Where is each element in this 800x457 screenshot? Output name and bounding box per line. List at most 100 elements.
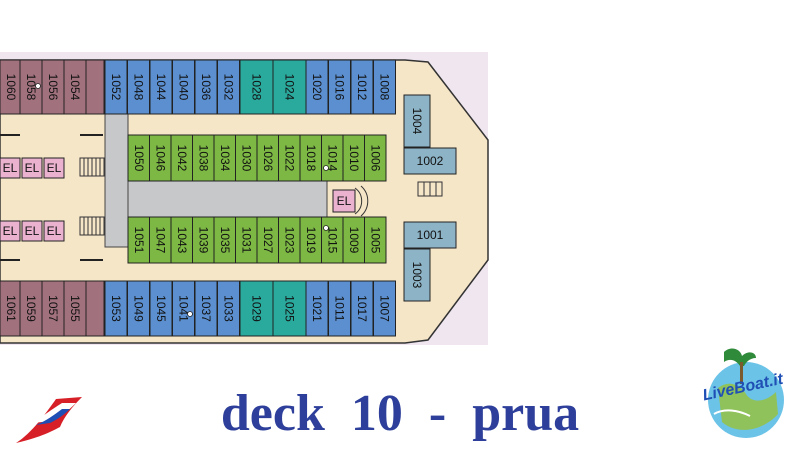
globe-icon bbox=[708, 348, 784, 438]
cabin-number: 1003 bbox=[410, 262, 424, 289]
stairs-left bbox=[79, 157, 105, 236]
cabin-number: EL bbox=[3, 161, 18, 175]
cabin-number: 1059 bbox=[24, 295, 38, 322]
cabin-top-outer[interactable] bbox=[373, 59, 396, 115]
service-block-left bbox=[104, 111, 129, 248]
cabin-bow[interactable] bbox=[403, 147, 457, 175]
elevator[interactable] bbox=[43, 220, 65, 242]
marker-icon bbox=[187, 311, 193, 317]
cabin-number: 1031 bbox=[239, 227, 253, 254]
cabin-bottom-outer[interactable] bbox=[239, 280, 274, 337]
cabin-number: 1039 bbox=[196, 227, 210, 254]
cabin-number: 1033 bbox=[222, 295, 236, 322]
cabin-number: 1047 bbox=[153, 227, 167, 254]
cabin-number: 1050 bbox=[132, 145, 146, 172]
cabin-number: 1001 bbox=[417, 228, 444, 242]
elevator[interactable] bbox=[0, 220, 21, 242]
cabin-bottom-outer[interactable] bbox=[272, 280, 307, 337]
cabin-number: 1057 bbox=[46, 295, 60, 322]
cabin-number: 1014 bbox=[325, 145, 339, 172]
marker-icon bbox=[35, 83, 41, 89]
cabin-number: 1015 bbox=[325, 227, 339, 254]
cabin-number: 1005 bbox=[368, 227, 382, 254]
cabin-top-inner[interactable] bbox=[364, 134, 387, 182]
elevator[interactable] bbox=[21, 157, 43, 179]
cabin-number: EL bbox=[25, 161, 40, 175]
cabin-number: 1037 bbox=[199, 295, 213, 322]
elevator[interactable] bbox=[332, 189, 356, 213]
cabin-number: 1049 bbox=[132, 295, 146, 322]
cabin-number: 1004 bbox=[410, 108, 424, 135]
corridor-marks bbox=[0, 134, 103, 261]
cabin-number: 1046 bbox=[153, 145, 167, 172]
cabin-number: EL bbox=[3, 224, 18, 238]
cabin-number: EL bbox=[25, 224, 40, 238]
cabin-number: 1027 bbox=[261, 227, 275, 254]
cabin-number: 1041 bbox=[177, 295, 191, 322]
cabin-bow[interactable] bbox=[403, 248, 431, 302]
cabin-number: 1009 bbox=[347, 227, 361, 254]
cabin-number: 1021 bbox=[310, 295, 324, 322]
cabin-number: 1007 bbox=[378, 295, 392, 322]
cabin-number: 1018 bbox=[304, 145, 318, 172]
stairs-bow bbox=[417, 181, 443, 197]
spiral-stair bbox=[354, 185, 369, 217]
cabin-number: 1048 bbox=[132, 74, 146, 101]
cabin-number: 1055 bbox=[68, 295, 82, 322]
elevator[interactable] bbox=[0, 157, 21, 179]
cabin-number: 1025 bbox=[283, 295, 297, 322]
cabin-number: 1042 bbox=[175, 145, 189, 172]
cabin-number: 1045 bbox=[154, 295, 168, 322]
elevator[interactable] bbox=[21, 220, 43, 242]
cabin-number: 1058 bbox=[24, 74, 38, 101]
liveboat-logo: LiveBoat.it bbox=[694, 344, 794, 446]
cabin-number: 1016 bbox=[333, 74, 347, 101]
cabin-number: 1061 bbox=[4, 295, 18, 322]
cabin-number: 1056 bbox=[46, 74, 60, 101]
cabin-number: 1060 bbox=[4, 74, 18, 101]
cabin-number: 1029 bbox=[250, 295, 264, 322]
cabin-number: EL bbox=[47, 161, 62, 175]
cabin-number: 1051 bbox=[132, 227, 146, 254]
cabin-number: 1019 bbox=[304, 227, 318, 254]
cabin-number: 1006 bbox=[368, 145, 382, 172]
cabin-number: 1012 bbox=[355, 74, 369, 101]
cabin-number: 1028 bbox=[250, 74, 264, 101]
cabin-number: EL bbox=[337, 194, 352, 208]
cabin-number: 1054 bbox=[68, 74, 82, 101]
cabin-number: 1026 bbox=[261, 145, 275, 172]
marker-icon bbox=[323, 225, 329, 231]
cabin-number: 1011 bbox=[333, 296, 347, 322]
cabin-top-outer[interactable] bbox=[85, 59, 105, 115]
cabin-number: 1044 bbox=[154, 74, 168, 101]
cabin-number: 1043 bbox=[175, 227, 189, 254]
cabin-bottom-inner[interactable] bbox=[364, 216, 387, 264]
cabin-bow[interactable] bbox=[403, 221, 457, 249]
cabin-bow[interactable] bbox=[403, 94, 431, 148]
cabin-bottom-outer[interactable] bbox=[373, 280, 396, 337]
cabin-number: 1032 bbox=[222, 74, 236, 101]
cabin-number: 1052 bbox=[109, 74, 123, 101]
cabin-number: 1022 bbox=[282, 145, 296, 172]
cabin-number: 1008 bbox=[378, 74, 392, 101]
cabin-bottom-outer[interactable] bbox=[85, 280, 105, 337]
cabin-number: 1053 bbox=[109, 295, 123, 322]
cabin-number: 1030 bbox=[239, 145, 253, 172]
cabin-number: 1034 bbox=[218, 145, 232, 172]
cabin-number: 1040 bbox=[177, 74, 191, 101]
cabin-number: EL bbox=[47, 224, 62, 238]
page-title: deck 10 - prua bbox=[220, 385, 580, 442]
cabin-number: 1038 bbox=[196, 145, 210, 172]
cabin-number: 1036 bbox=[199, 74, 213, 101]
cabin-number: 1010 bbox=[347, 145, 361, 172]
cabin-number: 1020 bbox=[310, 74, 324, 101]
marker-icon bbox=[323, 165, 329, 171]
cabin-number: 1035 bbox=[218, 227, 232, 254]
elevator[interactable] bbox=[43, 157, 65, 179]
cabin-number: 1024 bbox=[283, 74, 297, 101]
cabin-number: 1023 bbox=[282, 227, 296, 254]
cabin-number: 1017 bbox=[355, 295, 369, 322]
carnival-logo bbox=[16, 397, 82, 443]
cabin-number: 1002 bbox=[417, 154, 444, 168]
